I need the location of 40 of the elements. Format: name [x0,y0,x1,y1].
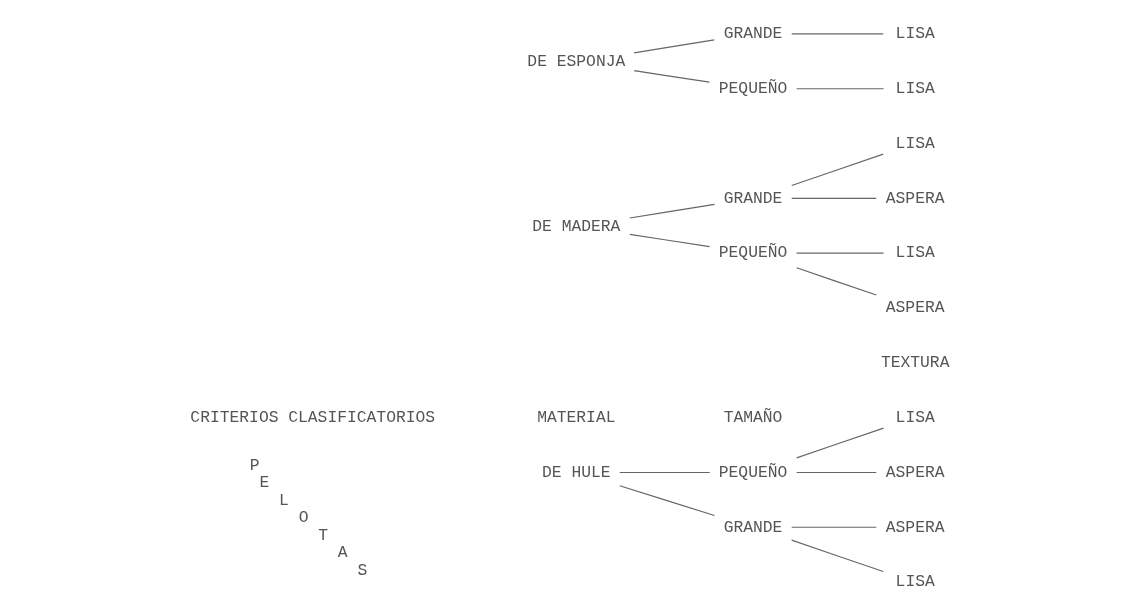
node-text: LISA [895,133,935,153]
connector [796,88,885,90]
label: TEXTURA [880,353,950,373]
connector [629,233,711,248]
connector [619,485,716,517]
connector [791,526,877,528]
connector [619,471,711,474]
node-text: ASPERA [885,462,945,482]
label: MATERIAL [537,407,616,427]
node-text: ASPERA [885,298,945,318]
connector [796,427,885,459]
node-text: LISA [895,407,935,427]
node-text: GRANDE [723,517,783,537]
node-text: PEQUEÑO [718,462,788,482]
label: TAMAÑO [723,407,783,427]
node-text: ASPERA [885,517,945,537]
node-text: LISA [895,572,935,592]
connector [796,267,877,296]
connector [791,197,877,199]
node-text: LISA [895,24,935,44]
node-text: GRANDE [723,188,783,208]
node-text: DE HULE [542,462,611,482]
label: PELOTAS [249,455,368,580]
connector [633,39,715,54]
node-text: GRANDE [723,24,783,44]
connector [796,471,877,474]
node-text: DE ESPONJA [527,52,626,72]
connector [629,203,716,219]
node-text: PEQUEÑO [718,79,788,99]
connector [633,70,710,83]
node-text: LISA [895,243,935,263]
node-text: ASPERA [885,188,945,208]
connector [791,153,884,187]
node-text: PEQUEÑO [718,243,788,263]
connector [791,539,884,573]
connector [791,33,884,35]
node-text: DE MADERA [532,216,621,236]
connector [796,252,885,254]
node-text: LISA [895,79,935,99]
label: CRITERIOS CLASIFICATORIOS [190,407,436,427]
